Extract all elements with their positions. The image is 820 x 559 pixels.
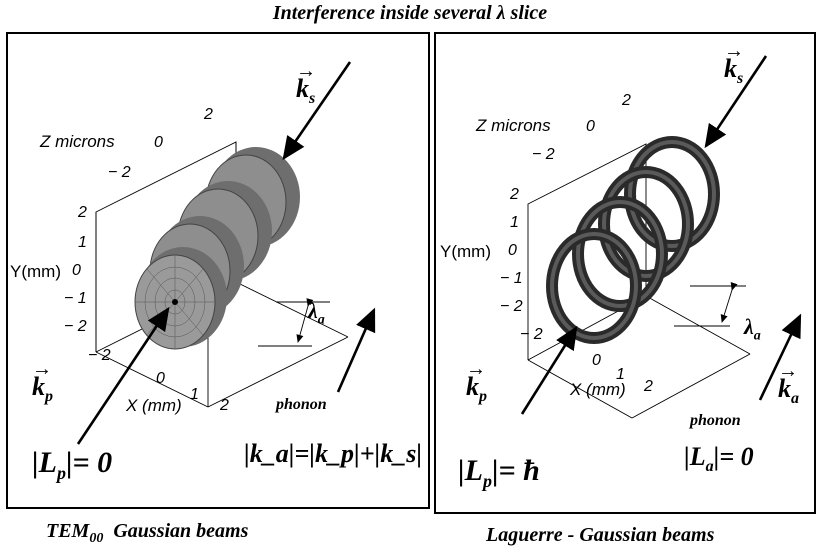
kp-arrow [76, 306, 170, 445]
phonon-label: phonon [690, 412, 741, 429]
ka-label: →ka [778, 360, 799, 408]
lp-equation: |Lp|= 0 [32, 446, 113, 483]
z-tick: 0 [154, 134, 163, 151]
kp-arrow [520, 325, 578, 415]
laguerre-plot [520, 55, 802, 419]
ring-1 [546, 228, 642, 344]
z-tick: 2 [622, 92, 631, 109]
z-tick: 0 [586, 118, 595, 135]
y-axis-label: Y(mm) [10, 262, 61, 281]
y-tick: 1 [78, 234, 87, 251]
axis-box [527, 143, 751, 419]
ks-arrow [704, 55, 768, 149]
x-tick: − 2 [520, 326, 543, 343]
y-tick: 2 [510, 186, 519, 203]
panel-gaussian: Z microns 2 0 − 2 Y(mm) 2 1 0 − 1 − 2 − … [6, 32, 430, 509]
caption-left: TEM00 Gaussian beams [46, 520, 249, 546]
x-tick: 2 [220, 397, 229, 414]
ka-arrow [336, 307, 376, 393]
ring-4 [624, 136, 720, 252]
kp-label: →kp [466, 358, 487, 406]
ks-label: →ks [296, 60, 316, 108]
z-tick: − 2 [108, 164, 131, 181]
x-axis-label: X (mm) [126, 396, 182, 415]
panel-laguerre: Z microns 2 0 − 2 Y(mm) 2 1 0 − 1 − 2 − … [434, 32, 816, 514]
z-axis-label: Z microns [40, 132, 115, 151]
x-tick: 1 [190, 386, 199, 403]
lambda-label: λa [744, 314, 761, 344]
y-tick: − 2 [64, 318, 87, 335]
y-tick: 0 [72, 262, 81, 279]
lambda-marker [258, 298, 330, 347]
kp-label: →kp [32, 358, 53, 406]
figure-title: Interference inside several λ slice [272, 2, 548, 24]
y-tick: 2 [78, 204, 87, 221]
phonon-label: phonon [276, 396, 327, 413]
x-tick: 0 [592, 352, 601, 369]
caption-right: Laguerre - Gaussian beams [486, 524, 715, 546]
lp-equation: |Lp|= ħ [458, 454, 540, 491]
ka-equation: |k_a|=|k_p|+|k_s| [244, 439, 423, 468]
gaussian-plot [76, 61, 376, 445]
ring-3 [598, 166, 694, 282]
x-tick: 2 [644, 378, 653, 395]
y-axis-label: Y(mm) [440, 242, 491, 261]
ks-label: →ks [724, 40, 744, 88]
y-tick: 1 [510, 214, 519, 231]
y-tick: − 1 [64, 290, 87, 307]
la-equation: |La|= 0 [684, 442, 754, 476]
x-tick: 1 [616, 366, 625, 383]
z-tick: − 2 [532, 146, 555, 163]
lambda-label: λa [308, 298, 325, 328]
disk-1 [134, 247, 227, 350]
ka-arrow [758, 313, 802, 401]
y-tick: − 1 [500, 270, 523, 287]
x-tick: 0 [156, 370, 165, 387]
lambda-marker [674, 282, 746, 327]
x-axis-label: X (mm) [570, 380, 626, 399]
z-axis-label: Z microns [476, 116, 551, 135]
z-tick: 2 [204, 106, 213, 123]
y-tick: 0 [508, 242, 517, 259]
y-tick: − 2 [500, 298, 523, 315]
laguerre-rings [546, 136, 720, 344]
x-tick: − 2 [88, 347, 111, 364]
ring-2 [572, 196, 668, 312]
ks-arrow [282, 61, 352, 161]
gaussian-disks [134, 147, 300, 350]
